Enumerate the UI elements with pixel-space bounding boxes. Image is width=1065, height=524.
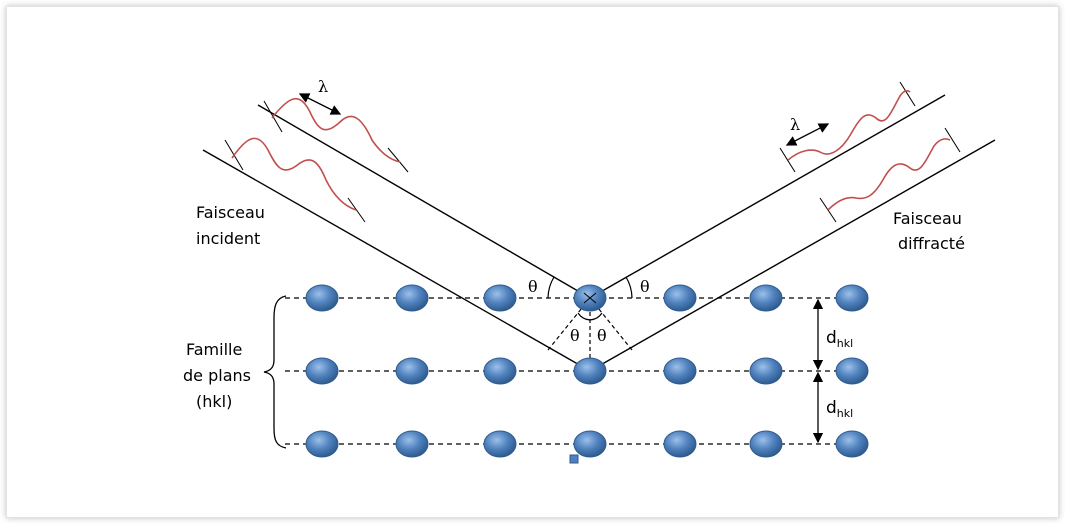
incident-beam-label-line2: incident: [196, 229, 260, 248]
atom: [483, 430, 517, 458]
atom: [483, 357, 517, 385]
atom: [483, 284, 517, 312]
diagram-frame: [6, 6, 1059, 518]
atom: [749, 284, 783, 312]
atom: [395, 284, 429, 312]
theta-label-diffracted: θ: [640, 277, 650, 296]
theta-arcs: [547, 276, 633, 321]
family-label-line1: Famille: [186, 340, 242, 359]
atom: [835, 284, 869, 312]
atom: [573, 357, 607, 385]
diffracted-beam-label-line1: Faisceau: [893, 209, 962, 228]
lambda-label-incident: λ: [318, 77, 328, 96]
atom: [395, 430, 429, 458]
d-spacing-label-upper: dhkl: [826, 328, 853, 350]
incident-beam: [202, 104, 591, 372]
theta-label-incident: θ: [528, 277, 538, 296]
atom: [305, 357, 339, 385]
incident-wave-upper: [263, 98, 409, 173]
theta-label-right-inner: θ: [597, 326, 607, 345]
atom: [395, 357, 429, 385]
diffracted-beam-label-line2: diffracté: [898, 234, 965, 253]
lambda-arrow-diffracted: [785, 123, 830, 146]
atom: [663, 284, 697, 312]
incident-beam-label-line1: Faisceau: [196, 203, 265, 222]
diffracted-wave-upper: [779, 81, 916, 173]
incident-wave-lower: [224, 137, 366, 223]
family-label-line3: (hkl): [196, 392, 232, 411]
family-label-line2: de plans: [183, 366, 251, 385]
atom: [663, 430, 697, 458]
atom: [305, 430, 339, 458]
atoms: [305, 284, 869, 458]
selection-handle: [569, 454, 579, 464]
atom: [835, 430, 869, 458]
atom: [749, 357, 783, 385]
d-spacing-label-lower: dhkl: [826, 398, 853, 420]
lambda-arrow-incident: [298, 93, 342, 115]
theta-label-left-inner: θ: [570, 326, 580, 345]
path-difference-lines: [547, 297, 633, 371]
atom: [305, 284, 339, 312]
family-brace: [263, 295, 287, 449]
atom: [749, 430, 783, 458]
crystal-planes: [285, 297, 855, 445]
diffracted-wave-lower: [819, 127, 961, 223]
atom: [835, 357, 869, 385]
atom: [573, 430, 607, 458]
lambda-label-diffracted: λ: [790, 115, 800, 134]
reflection-point-marker: [583, 292, 597, 304]
diffracted-beam: [589, 94, 996, 372]
atom: [663, 357, 697, 385]
